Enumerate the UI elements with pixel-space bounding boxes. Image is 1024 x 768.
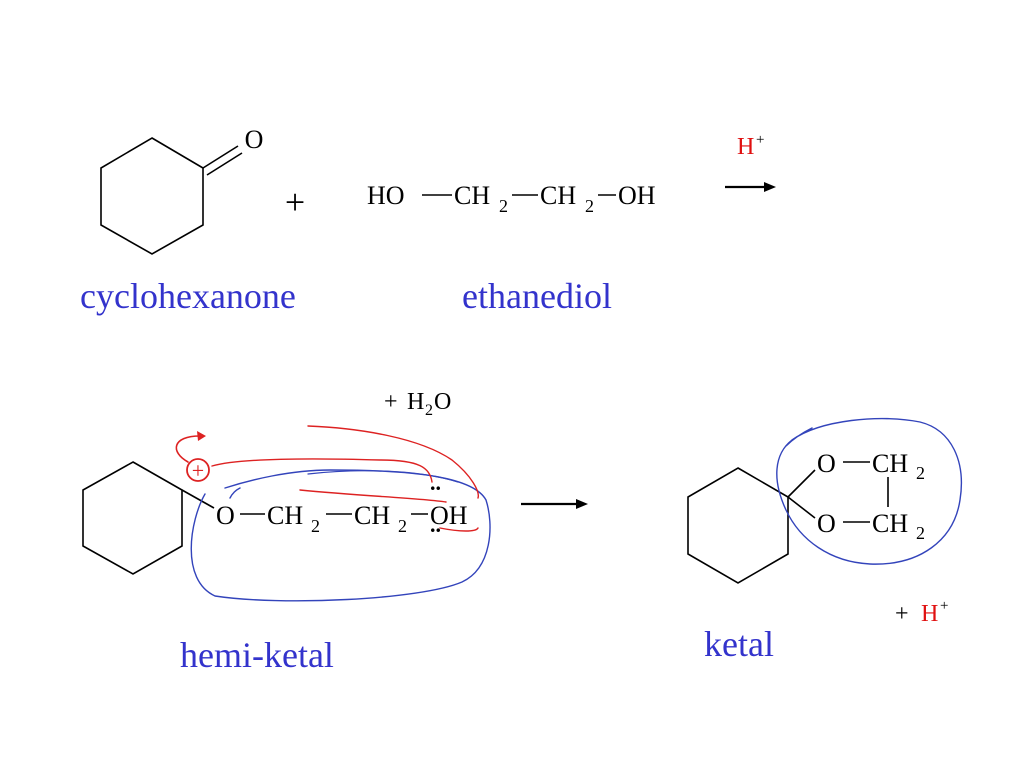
lone-pair-bottom: .. <box>430 512 441 537</box>
proton-charge: + <box>940 598 948 614</box>
water-o: O <box>434 389 451 415</box>
label-ethanediol: ethanediol <box>462 276 612 316</box>
water-subscript: 2 <box>425 402 433 419</box>
catalyst-label: H + <box>737 132 764 160</box>
blue-lasso-hemiketal <box>190 469 491 602</box>
hemiketal-o: O <box>216 501 235 530</box>
ketal-spiro-bond-top <box>787 469 816 498</box>
proton-plus: + <box>895 601 909 627</box>
hemiketal-ch2-a: CH <box>267 501 303 530</box>
blue-lasso-ketal <box>776 417 963 565</box>
label-ketal: ketal <box>704 624 774 664</box>
diol-ho: HO <box>367 181 405 210</box>
hemiketal-ch2-b: CH <box>354 501 390 530</box>
ketal-o-top: O <box>817 449 836 478</box>
ketal-spiro-bond-bottom <box>787 496 816 519</box>
hemiketal-c-o-bond <box>181 489 215 509</box>
water-plus: + <box>384 389 398 415</box>
carbonyl-bond-1 <box>202 145 239 169</box>
red-curved-arrow <box>175 435 201 463</box>
label-hemiketal: hemi-ketal <box>180 635 334 675</box>
hemiketal-oh: OH <box>430 501 468 530</box>
red-swoop-lower <box>299 489 479 532</box>
carbocation-charge: + <box>192 458 204 483</box>
catalyst-h: H <box>737 134 754 160</box>
diol-ch2-a: CH <box>454 181 490 210</box>
diol-oh: OH <box>618 181 656 210</box>
ketal-ch2-bottom-subscript: 2 <box>916 523 925 543</box>
ketal-o-bottom: O <box>817 509 836 538</box>
proton-h: H <box>921 601 938 627</box>
ethanediol-formula: HO CH 2 CH 2 OH <box>367 181 656 216</box>
reactant-plus-sign: + <box>285 182 305 222</box>
ketal-structure: O CH 2 O CH 2 <box>687 449 925 584</box>
ketal-ring <box>687 467 789 584</box>
red-swoop-upper <box>307 425 479 499</box>
diol-ch2-a-subscript: 2 <box>499 196 508 216</box>
lone-pair-top: .. <box>430 470 441 495</box>
ketal-ch2-top: CH <box>872 449 908 478</box>
red-arrow-head <box>197 431 206 441</box>
hemiketal-ch2-a-subscript: 2 <box>311 516 320 536</box>
diol-ch2-b: CH <box>540 181 576 210</box>
diol-ch2-b-subscript: 2 <box>585 196 594 216</box>
ketal-ch2-bottom: CH <box>872 509 908 538</box>
red-bracket <box>211 458 433 483</box>
hemiketal-annotations <box>175 425 491 602</box>
catalyst-charge: + <box>756 132 764 148</box>
carbocation-charge-circle <box>186 458 210 482</box>
ketal-ch2-top-subscript: 2 <box>916 463 925 483</box>
hemiketal-ring <box>82 461 183 575</box>
water-byproduct: + H 2 O <box>384 389 451 419</box>
cyclohexanone-structure: O <box>100 125 264 255</box>
reaction-arrow-2 <box>521 499 588 509</box>
water-h: H <box>407 389 424 415</box>
hemiketal-ch2-b-subscript: 2 <box>398 516 407 536</box>
hemiketal-structure: + O CH 2 CH 2 OH .. .. <box>82 458 468 575</box>
ketone-oxygen: O <box>245 125 264 154</box>
blue-inner-stroke <box>307 470 459 483</box>
reaction-arrow-1 <box>725 182 776 192</box>
proton-product: + H + <box>895 598 948 627</box>
label-cyclohexanone: cyclohexanone <box>80 276 296 316</box>
carbonyl-bond-2 <box>206 152 243 176</box>
cyclohexanone-ring <box>100 137 204 255</box>
